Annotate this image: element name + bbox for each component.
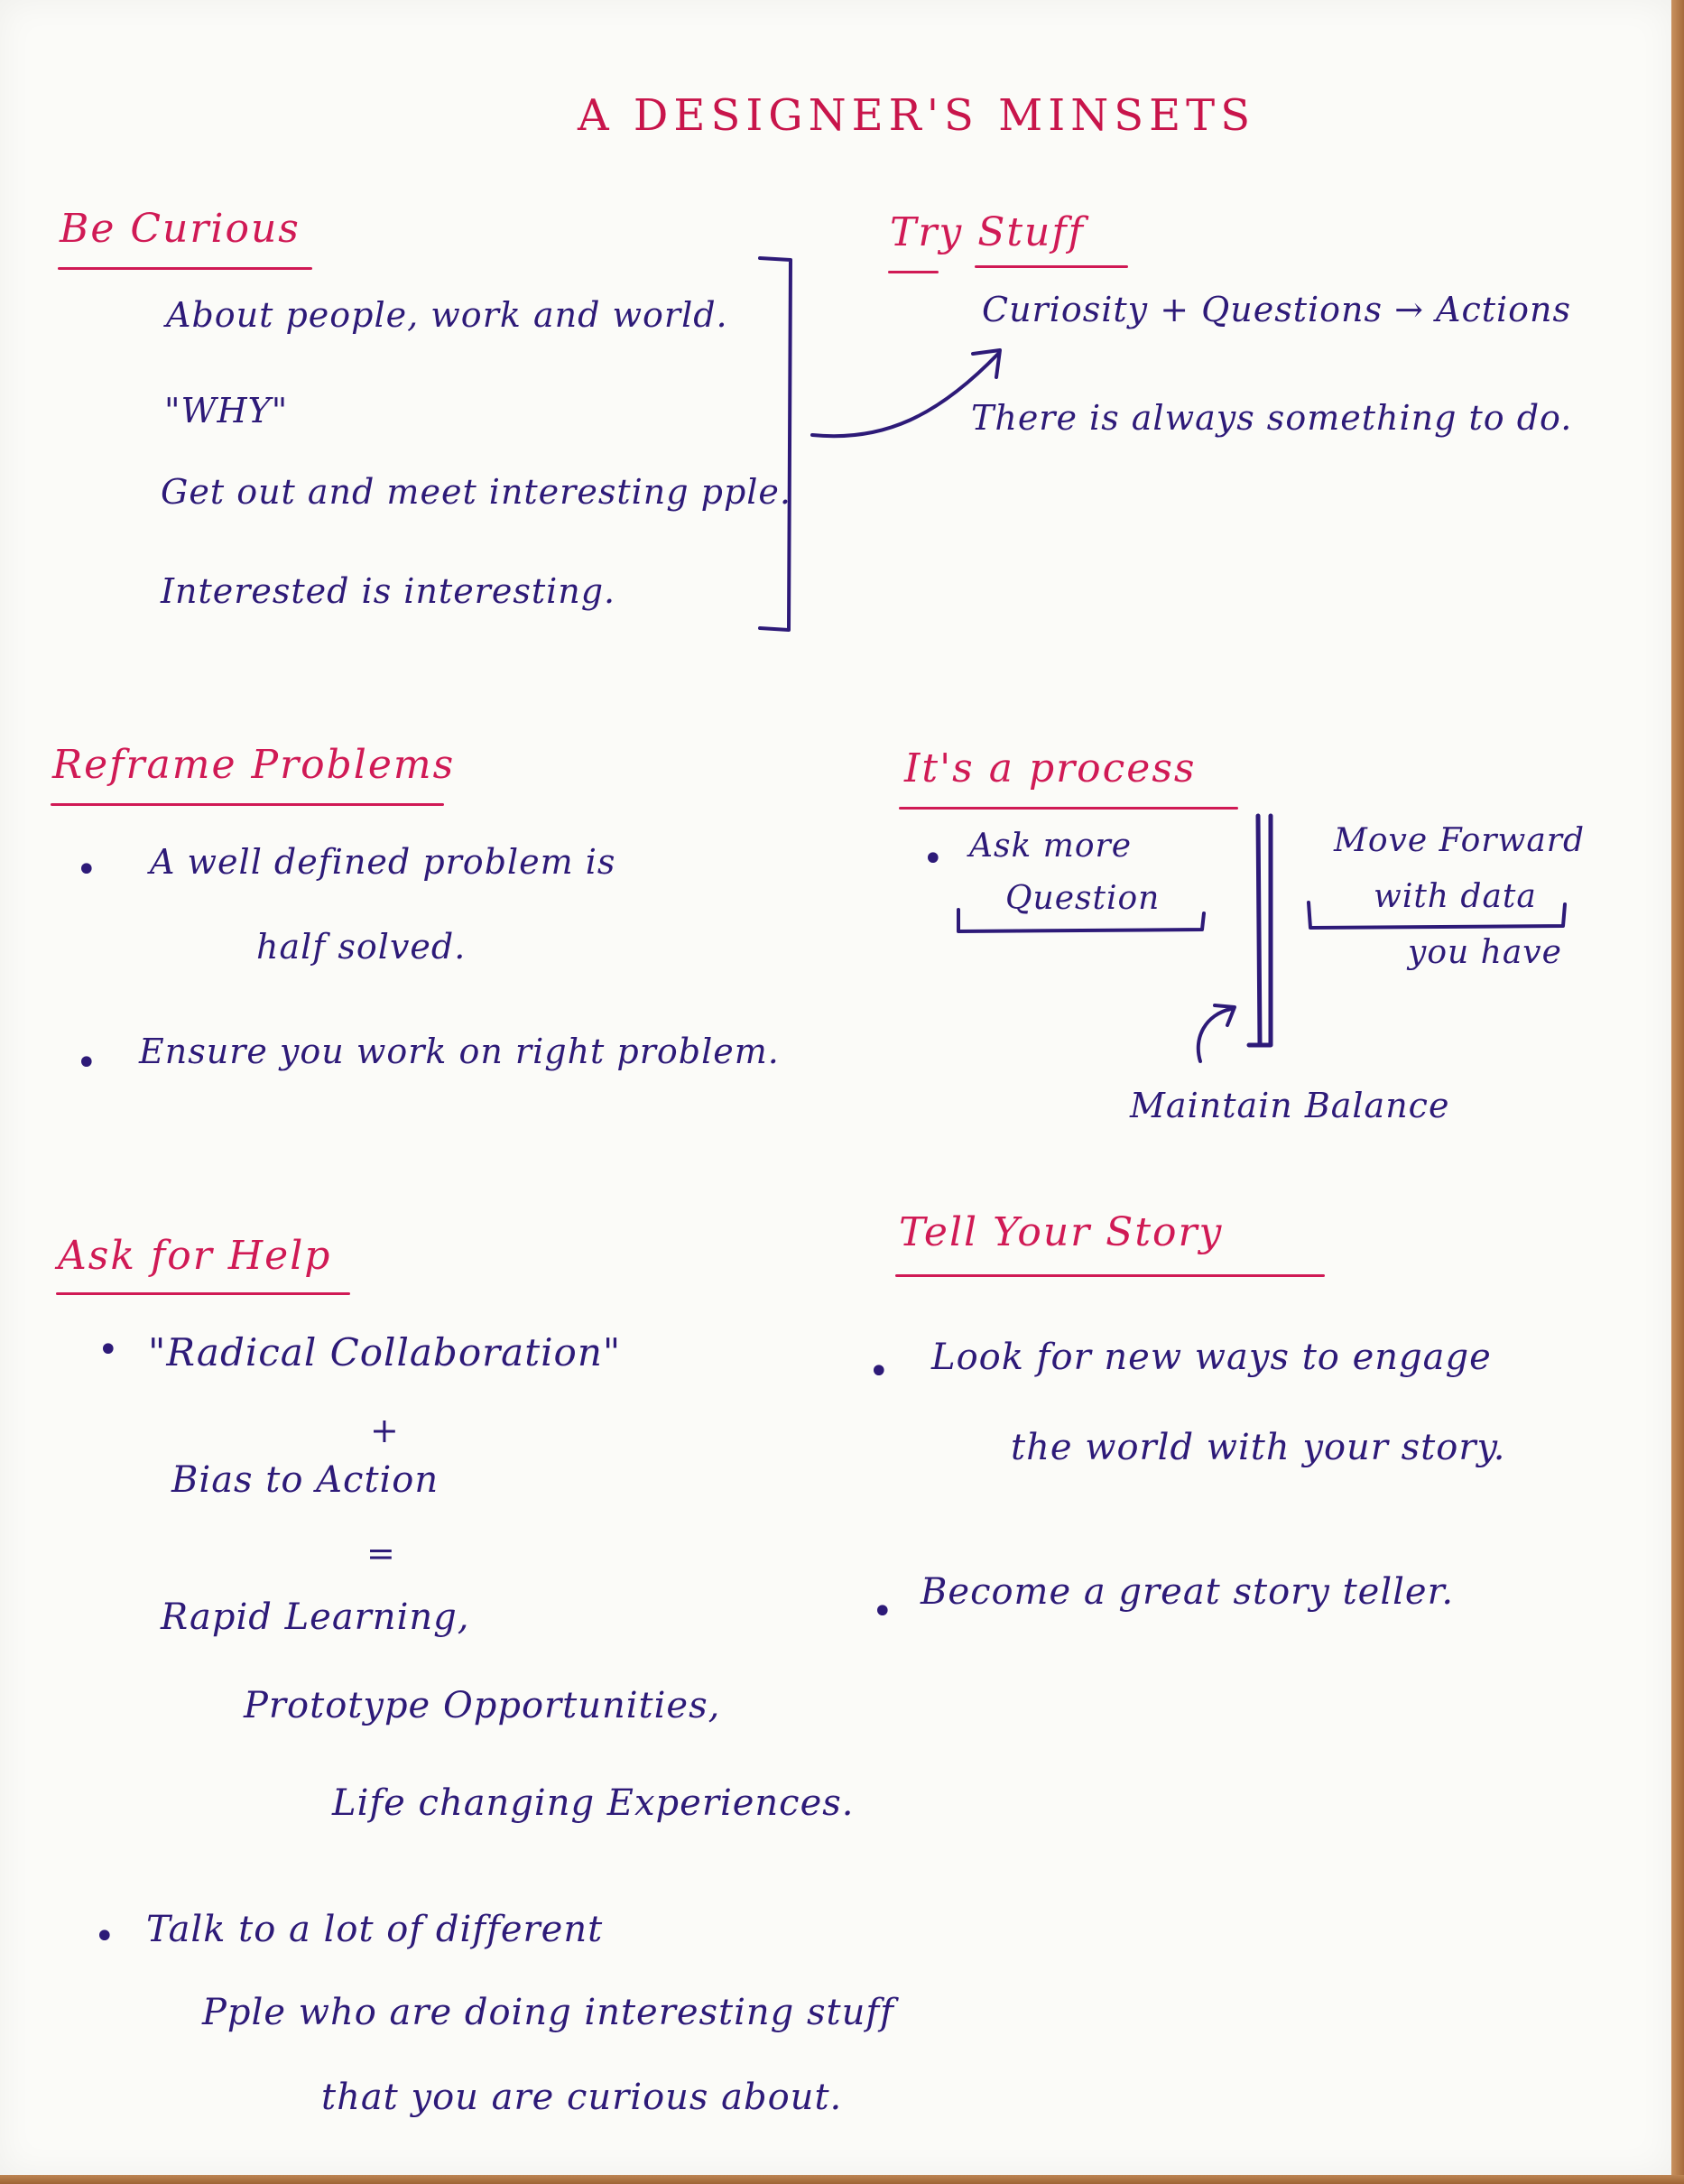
desk-edge-right bbox=[1671, 0, 1684, 2184]
be-curious-line-2: "WHY" bbox=[164, 391, 289, 430]
balance-divider bbox=[1246, 813, 1273, 1048]
be-curious-line-1: About people, work and world. bbox=[166, 295, 728, 335]
underline-ask-for-help bbox=[56, 1292, 350, 1295]
underline-try bbox=[888, 271, 939, 273]
story-b1-line1: Look for new ways to engage bbox=[931, 1337, 1492, 1378]
ask-help-bullet-1: • bbox=[97, 1329, 119, 1371]
heading-reframe-problems: Reframe Problems bbox=[52, 742, 456, 788]
reframe-bullet-1: • bbox=[76, 849, 97, 891]
heading-be-curious: Be Curious bbox=[60, 206, 301, 252]
balance-arrow bbox=[1196, 1007, 1233, 1063]
curious-bracket bbox=[758, 256, 792, 632]
process-move-line3: you have bbox=[1408, 934, 1562, 971]
heading-its-a-process: It's a process bbox=[904, 745, 1197, 791]
ask-help-l1: "Radical Collaboration" bbox=[148, 1330, 622, 1374]
reframe-b1-line1: A well defined problem is bbox=[150, 842, 616, 882]
be-curious-line-3: Get out and meet interesting pple. bbox=[161, 472, 791, 512]
ask-help-bullet-2: • bbox=[94, 1916, 116, 1957]
heading-tell-your-story: Tell Your Story bbox=[899, 1209, 1224, 1255]
process-ask-line1: Ask more bbox=[969, 828, 1133, 865]
story-b2: Become a great story teller. bbox=[921, 1571, 1455, 1613]
underline-process bbox=[899, 807, 1238, 810]
process-balance: Maintain Balance bbox=[1130, 1086, 1450, 1125]
ask-help-l6: Prototype Opportunities, bbox=[244, 1685, 721, 1726]
ask-help-t1: Talk to a lot of different bbox=[146, 1909, 604, 1950]
ask-help-plus: + bbox=[370, 1411, 400, 1450]
try-stuff-note: There is always something to do. bbox=[971, 398, 1573, 438]
curved-arrow bbox=[810, 352, 1000, 439]
move-bracket bbox=[1307, 901, 1567, 930]
be-curious-line-4: Interested is interesting. bbox=[161, 571, 616, 611]
balance-arrow-head-icon bbox=[1213, 1004, 1236, 1027]
ask-help-equals: = bbox=[366, 1533, 396, 1573]
ask-help-t2: Pple who are doing interesting stuff bbox=[202, 1992, 894, 2033]
heading-ask-for-help: Ask for Help bbox=[58, 1233, 332, 1279]
story-bullet-2: • bbox=[872, 1591, 893, 1633]
process-move-line2: with data bbox=[1374, 878, 1537, 915]
ask-help-l5: Rapid Learning, bbox=[161, 1596, 470, 1638]
arrow-head-icon bbox=[971, 348, 1002, 379]
ask-bracket bbox=[957, 908, 1206, 933]
underline-reframe bbox=[51, 803, 444, 806]
try-stuff-formula: Curiosity + Questions → Actions bbox=[982, 290, 1572, 329]
underline-story bbox=[895, 1274, 1325, 1277]
page-title: A DESIGNER'S MINSETS bbox=[578, 90, 1256, 141]
ask-help-l7: Life changing Experiences. bbox=[332, 1782, 855, 1824]
reframe-bullet-2: • bbox=[76, 1042, 97, 1084]
underline-stuff bbox=[975, 265, 1128, 268]
reframe-b2-line: Ensure you work on right problem. bbox=[139, 1032, 780, 1071]
desk-edge-bottom bbox=[0, 2175, 1684, 2184]
reframe-b1-line2: half solved. bbox=[256, 927, 467, 967]
story-b1-line2: the world with your story. bbox=[1011, 1427, 1506, 1468]
process-ask-line2: Question bbox=[1005, 880, 1161, 917]
ask-help-t3: that you are curious about. bbox=[321, 2077, 843, 2118]
process-bullet: • bbox=[922, 838, 944, 880]
process-move-line1: Move Forward bbox=[1334, 822, 1586, 859]
underline-be-curious bbox=[58, 267, 312, 270]
heading-try-stuff: Try Stuff bbox=[890, 209, 1085, 255]
story-bullet-1: • bbox=[868, 1351, 890, 1393]
ask-help-l3: Bias to Action bbox=[171, 1459, 440, 1501]
